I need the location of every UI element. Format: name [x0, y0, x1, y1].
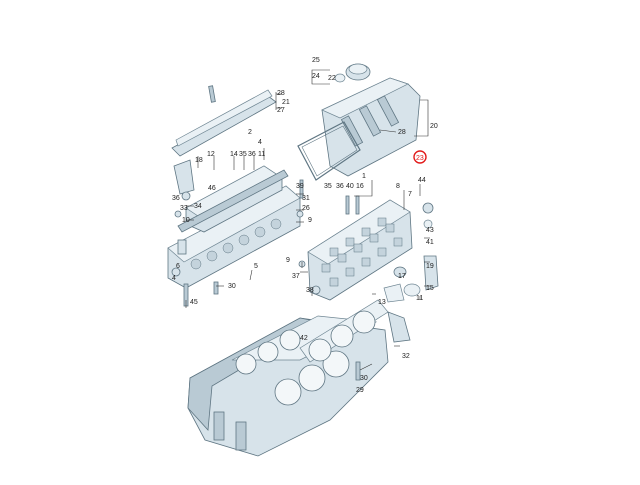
leader-lines: [185, 69, 430, 371]
label-3-4: 4: [258, 139, 262, 146]
valve-cover-right: [321, 77, 421, 177]
label-23: 23: [416, 155, 424, 162]
left-small-parts: [171, 179, 361, 381]
label-40: 40: [346, 183, 354, 190]
label-12: 12: [207, 151, 215, 158]
label-11b: 11: [416, 295, 423, 302]
label-22: 22: [328, 75, 336, 82]
cylinder-head-left: [167, 185, 301, 289]
label-7: 7: [408, 191, 412, 198]
label-18: 18: [195, 157, 203, 164]
timing-housing-part-18: [173, 159, 195, 195]
label-11: 11: [258, 151, 265, 158]
label-2: 2: [248, 129, 252, 136]
label-14: 14: [230, 151, 238, 158]
label-1: 1: [362, 173, 366, 180]
label-45: 45: [190, 299, 198, 306]
camshaft-left: [177, 169, 289, 233]
label-4: 4: [172, 275, 176, 282]
right-small-parts: [383, 202, 439, 343]
cylinder-head-right: [307, 199, 413, 301]
label-30b: 30: [360, 375, 368, 382]
part-labels: 28 21 27 2 4 12 14 35 36 11 18 46 36 33 …: [172, 57, 438, 394]
label-27: 27: [277, 107, 285, 114]
label-31: 31: [302, 195, 310, 202]
label-28b: 28: [398, 129, 406, 136]
valve-cover-gasket: [297, 121, 361, 181]
oil-filler-cap: [334, 63, 371, 83]
label-26: 26: [302, 205, 310, 212]
highlight-ring-part-23: [413, 150, 427, 164]
label-32: 32: [402, 353, 410, 360]
label-36b: 36: [172, 195, 180, 202]
label-10: 10: [182, 217, 190, 224]
label-29: 29: [356, 387, 364, 394]
label-39: 39: [296, 183, 304, 190]
label-8: 8: [396, 183, 400, 190]
label-21: 21: [282, 99, 290, 106]
label-30: 30: [228, 283, 236, 290]
label-28a: 28: [277, 90, 285, 97]
cylinder-head-gasket: [299, 299, 389, 363]
label-17: 17: [398, 273, 406, 280]
label-33: 33: [180, 205, 188, 212]
label-24: 24: [312, 73, 320, 80]
label-9b: 9: [308, 217, 312, 224]
label-38: 38: [306, 287, 314, 294]
label-37: 37: [292, 273, 300, 280]
label-6: 6: [176, 263, 180, 270]
label-36c: 36: [336, 183, 344, 190]
label-25: 25: [312, 57, 320, 64]
label-41: 41: [426, 239, 434, 246]
label-13: 13: [378, 299, 386, 306]
label-34: 34: [194, 203, 202, 210]
label-35a: 35: [239, 151, 247, 158]
label-43: 43: [426, 227, 434, 234]
label-44: 44: [418, 177, 426, 184]
label-15: 15: [426, 285, 434, 292]
label-9a: 9: [286, 257, 290, 264]
label-20: 20: [430, 123, 438, 130]
label-5: 5: [254, 263, 258, 270]
label-46: 46: [208, 185, 216, 192]
label-19: 19: [426, 263, 434, 270]
label-35b: 35: [324, 183, 332, 190]
label-16: 16: [356, 183, 364, 190]
label-42: 42: [300, 335, 308, 342]
engine-block: [187, 315, 389, 457]
label-36a: 36: [248, 151, 256, 158]
